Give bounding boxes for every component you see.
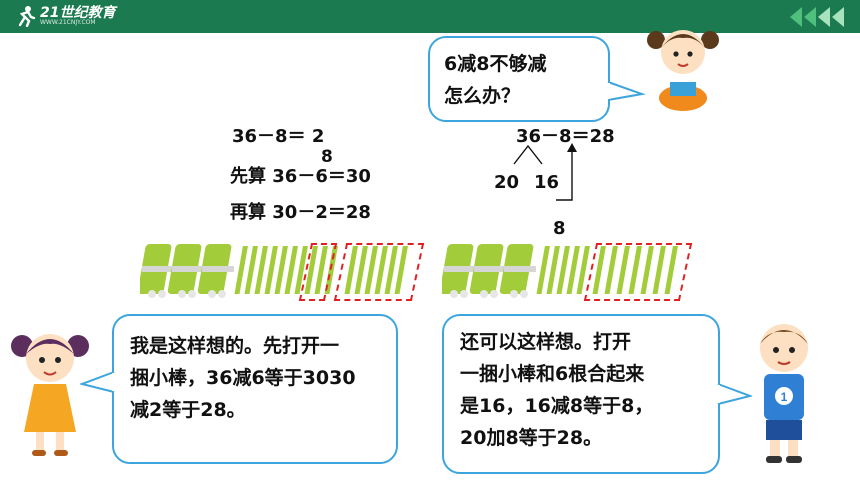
runner-icon	[18, 6, 36, 27]
split-diagram-lines	[513, 143, 577, 201]
left-bubble-line-2: 捆小棒，36减6等于3030	[130, 367, 356, 389]
right-bubble-line-4: 20加8等于28。	[460, 427, 603, 449]
logo-text: 21世纪教育	[40, 5, 116, 21]
left-sticks-group	[140, 244, 408, 298]
bubble-tail	[80, 371, 116, 393]
chevron-left-icon	[790, 7, 802, 27]
loose-sticks	[536, 246, 678, 294]
right-bubble-line-3: 是16，16减8等于8，	[460, 395, 654, 417]
question-bubble: 6减8不够减 怎么办？	[428, 36, 610, 122]
right-equation: 36－8＝28	[516, 126, 615, 147]
stick-bundle	[197, 244, 234, 298]
question-line-1: 6减8不够减	[444, 53, 547, 75]
question-line-2: 怎么办？	[444, 85, 521, 107]
stick-bundle	[499, 244, 536, 298]
first-step: 先算 36－6＝30	[230, 166, 371, 187]
left-bubble-line-3: 减2等于28。	[130, 399, 246, 421]
stick-bundle	[140, 244, 174, 298]
right-bubble-line-2: 一捆小棒和6根合起来	[460, 363, 645, 385]
loose-sticks	[234, 246, 408, 294]
highlight-box	[333, 243, 425, 301]
second-step: 再算 30－2＝28	[230, 202, 371, 223]
bubble-tail	[716, 383, 752, 405]
svg-text:1: 1	[781, 390, 788, 404]
boy-illustration: 1	[760, 324, 808, 463]
carry-number: 8	[553, 218, 566, 239]
chevron-left-icon	[832, 7, 844, 27]
highlight-box	[583, 243, 693, 301]
header-decoration	[790, 7, 844, 27]
right-explanation-bubble: 还可以这样想。打开 一捆小棒和6根合起来 是16，16减8等于8， 20加8等于…	[442, 314, 720, 474]
right-bubble-line-1: 还可以这样想。打开	[460, 331, 632, 353]
stick-bundle	[442, 244, 476, 298]
right-sticks-group	[442, 244, 678, 298]
logo-url: WWW.21CNJY.COM	[40, 19, 96, 26]
split-right-number: 16	[534, 172, 560, 193]
brand-logo: 21世纪教育 WWW.21CNJY.COM	[14, 5, 115, 27]
left-explanation-bubble: 我是这样想的。先打开一 捆小棒，36减6等于3030 减2等于28。	[112, 314, 398, 464]
stick-bundle	[469, 244, 506, 298]
left-equation: 36－8＝ 2	[232, 126, 325, 147]
chevron-left-icon	[818, 7, 830, 27]
header-bar: 21世纪教育 WWW.21CNJY.COM	[0, 0, 860, 33]
left-equation-overflow: 8	[321, 147, 333, 167]
left-bubble-line-1: 我是这样想的。先打开一	[130, 335, 340, 357]
bubble-tail	[606, 81, 646, 101]
split-left-number: 20	[494, 172, 520, 193]
girl-illustration	[11, 334, 89, 456]
girl-reading-illustration	[647, 30, 719, 111]
chevron-left-icon	[804, 7, 816, 27]
stick-bundle	[167, 244, 204, 298]
